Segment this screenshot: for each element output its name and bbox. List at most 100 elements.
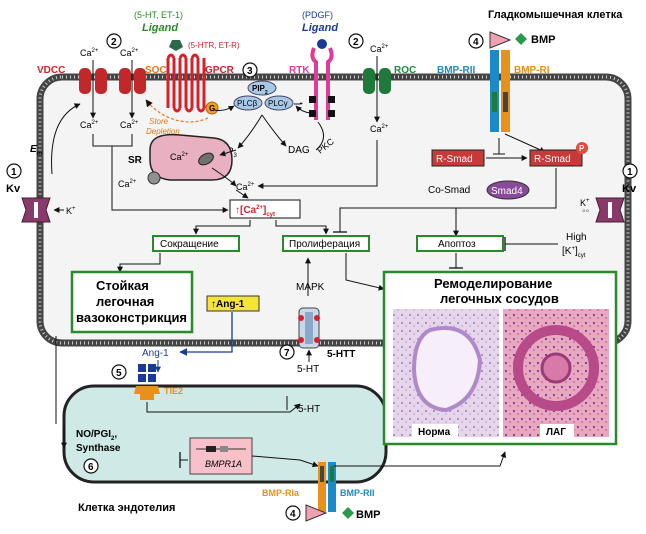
number-5-badge — [111, 364, 127, 380]
lag-tag — [540, 424, 574, 438]
number-1-right-badge — [622, 163, 638, 179]
5htt-label: 5-HTT — [327, 349, 355, 360]
ip3-receptor — [198, 152, 214, 166]
sr-ca: Ca2+ — [170, 152, 189, 162]
ca-cyt-box — [229, 199, 301, 219]
smad4-label: Smad4 — [491, 186, 523, 197]
kv-left-label: Kv — [6, 183, 21, 195]
ang1-label: Ang-1 — [142, 348, 169, 359]
proliferation-box — [282, 235, 370, 252]
bmp-ligand-bottom — [305, 504, 354, 522]
roc-ca-out: Ca2+ — [370, 44, 389, 54]
plcb-label: PLCβ — [237, 99, 258, 108]
smooth-muscle-title: Гладкомышечная клетка — [488, 9, 623, 21]
k-cyt-label: [K+]cyt — [562, 246, 586, 259]
number-7-badge — [279, 344, 295, 360]
bmp-rii-bottom-label: BMP-RII — [340, 488, 375, 498]
5htt-transporter — [298, 307, 320, 349]
phospho-label: P — [579, 144, 585, 153]
r-smad-right-label: R-Smad — [534, 154, 571, 165]
tie2-label: TIE2 — [164, 386, 183, 396]
ang1-up-label: ↑Ang-1 — [211, 299, 245, 310]
vdcc-label: VDCC — [37, 65, 65, 76]
number-4-top: 4 — [473, 37, 479, 48]
bmp-rii-top — [490, 50, 499, 132]
dag-label: DAG — [288, 145, 310, 156]
number-1-right: 1 — [627, 167, 633, 178]
vdcc-ca-out: Ca2+ — [80, 48, 99, 58]
bmpr1a-gene-box — [189, 437, 253, 475]
endothelial-title: Клетка эндотелия — [78, 502, 175, 514]
roc-channel — [363, 68, 391, 94]
apoptosis-label: Апоптоз — [438, 239, 476, 250]
number-6-badge — [83, 458, 99, 474]
pv-line-3: вазоконстрикция — [76, 310, 187, 325]
roc-label: ROC — [394, 65, 416, 76]
high-label: High — [566, 232, 587, 243]
rtk-ligand-top: (PDGF) — [302, 10, 333, 20]
cyt-ca-from-sr: Ca2+ — [236, 182, 255, 192]
no-pgi-1: NO/PGI2, — [76, 429, 117, 442]
apoptosis-box — [416, 235, 504, 252]
pv-line-2: легочная — [96, 294, 154, 309]
number-1-badge — [6, 163, 22, 179]
tie2-receptor — [134, 364, 160, 400]
r-smad-left-label: R-Smad — [436, 154, 473, 165]
r-smad-right — [529, 149, 583, 167]
plcg-label: PLCγ — [268, 99, 288, 108]
number-3: 3 — [247, 66, 253, 77]
number-5: 5 — [116, 368, 122, 379]
serca-pump — [147, 171, 161, 185]
phospho-badge — [576, 142, 588, 154]
bmp-ria-label: BMP-RIa — [262, 488, 300, 498]
pv-box — [70, 270, 194, 334]
g-protein-label: G — [209, 104, 215, 113]
lag-label: ЛАГ — [546, 427, 566, 438]
vdcc-ca-in: Ca2+ — [80, 120, 99, 130]
bmp-rii-top-label: BMP-RII — [437, 65, 476, 76]
kv-right-label: Kv — [622, 183, 637, 195]
smad4 — [486, 180, 530, 200]
5ht-a-label: 5-HT — [297, 364, 319, 375]
number-4-top-badge — [468, 33, 484, 49]
r-smad-left — [431, 149, 485, 167]
gpcr-ligand-top: (5-HT, ET-1) — [134, 10, 183, 20]
contraction-box — [152, 235, 240, 252]
gpcr-receptor — [166, 53, 206, 113]
bmp-ri-top — [501, 50, 510, 132]
store-depletion-2: Depletion — [146, 127, 180, 136]
number-2b-badge — [348, 33, 364, 49]
bmp-receptors-bottom — [318, 462, 336, 512]
number-2a-badge — [106, 33, 122, 49]
cyt-ca-to-sr: Ca2+ — [118, 179, 137, 189]
kv-left-k: K+ — [66, 206, 76, 216]
number-7: 7 — [284, 348, 290, 359]
histology-normal-image — [393, 309, 499, 437]
soc-ca-in: Ca2+ — [120, 120, 139, 130]
kv-right-channel — [595, 197, 625, 223]
co-smad-label: Co-Smad — [428, 185, 470, 196]
bmp-ligand-top — [489, 31, 527, 49]
number-4-bottom-badge — [285, 505, 301, 521]
ang1-up-box — [206, 295, 260, 312]
sr-label: SR — [128, 155, 143, 166]
no-pgi-2: Synthase — [76, 443, 121, 454]
gpcr-ligand: Ligand — [142, 22, 178, 34]
pip2-label: PIP2 — [252, 84, 268, 96]
bmp-top-label: BMP — [531, 34, 555, 46]
kv-right-k: K+ — [580, 198, 590, 208]
5ht-b-label: 5-HT — [298, 404, 320, 415]
gpcr-label: GPCR — [205, 65, 235, 76]
number-2a: 2 — [111, 37, 117, 48]
number-3-badge — [242, 62, 258, 78]
number-6: 6 — [88, 462, 94, 473]
norma-label: Норма — [418, 427, 451, 438]
remodel-line-2: легочных сосудов — [440, 291, 559, 306]
ca-cyt-label: ↑[Ca2+]cyt — [235, 205, 275, 218]
soc-label: SOC — [145, 65, 167, 76]
rtk-receptor — [309, 47, 335, 120]
roc-ca-in: Ca2+ — [370, 124, 389, 134]
remodel-line-1: Ремоделирование — [434, 276, 552, 291]
